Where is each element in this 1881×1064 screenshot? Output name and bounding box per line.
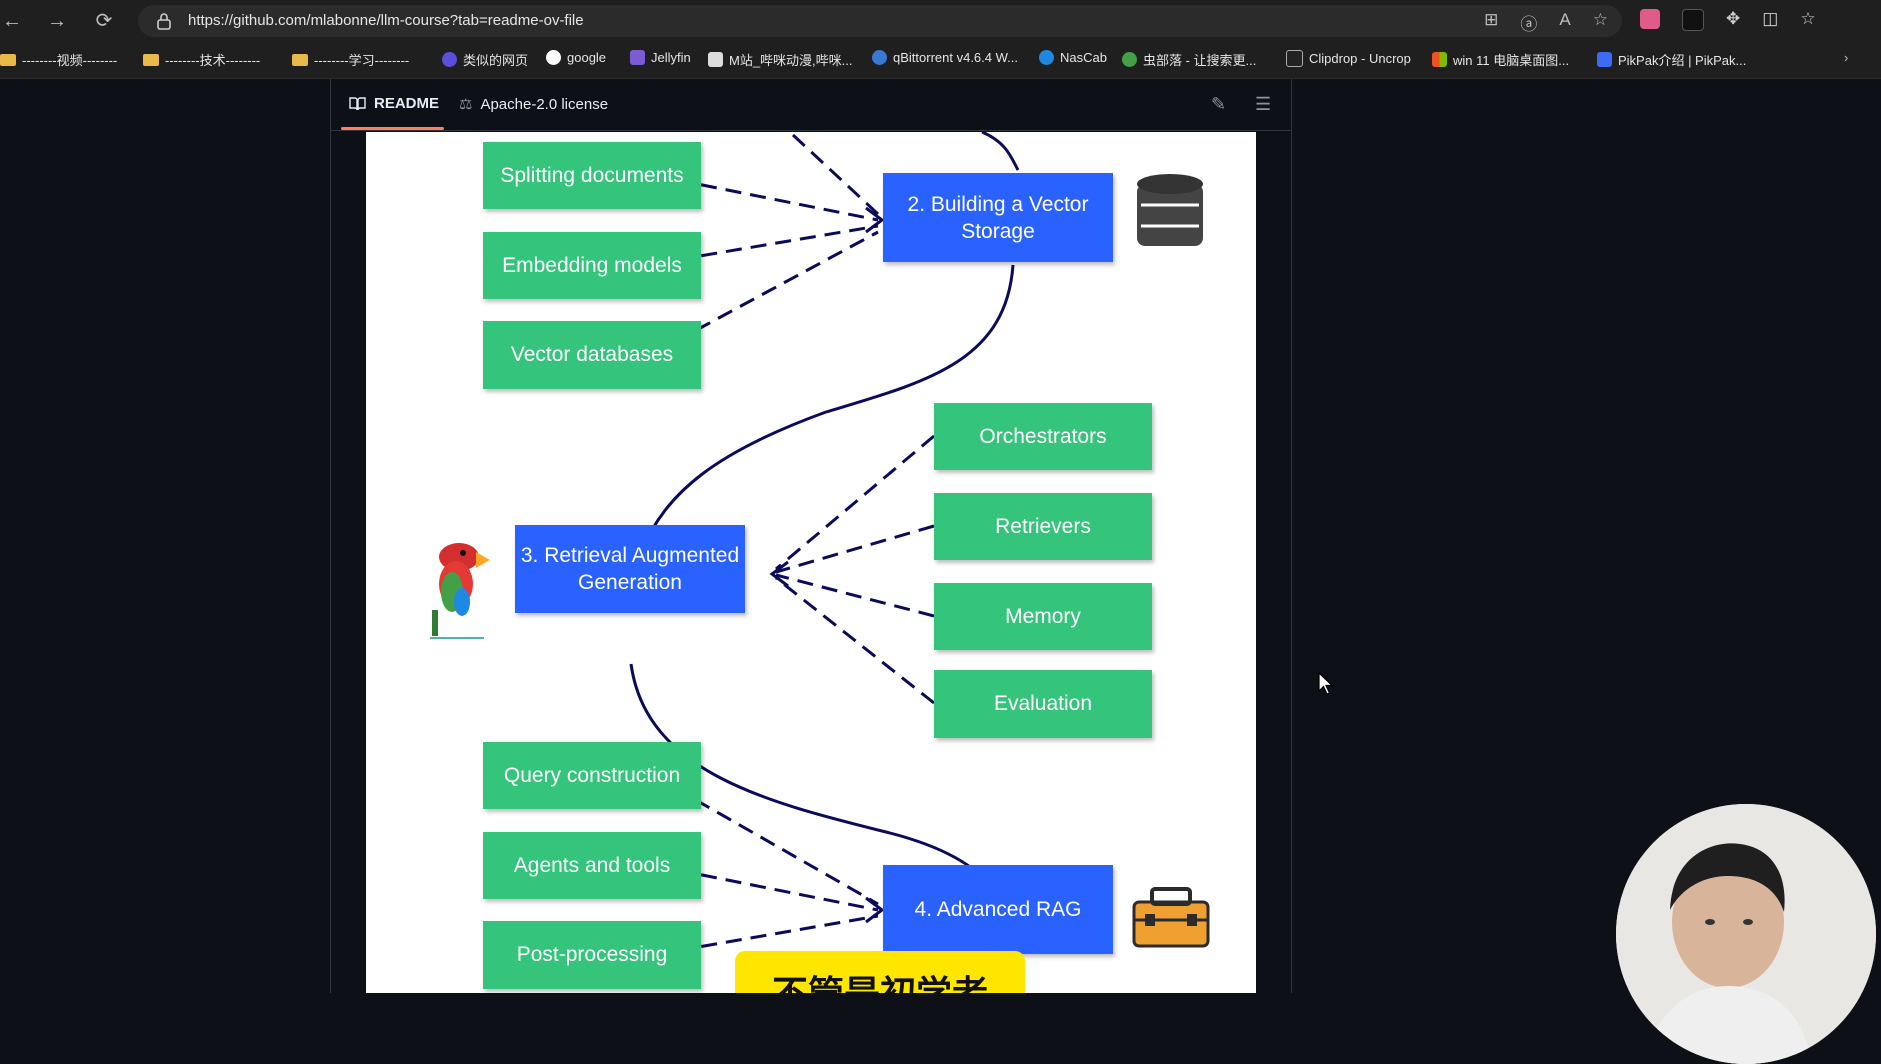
curve-from-previous: [981, 132, 1020, 171]
folder-icon: [143, 53, 159, 66]
qbittorrent-icon: [872, 50, 887, 65]
video-subtitle: 不管是初学者: [735, 951, 1025, 993]
webcam-overlay: [1616, 804, 1876, 1064]
arrowhead: [865, 206, 885, 234]
site-icon: [708, 52, 723, 67]
apps-icon[interactable]: ⊞: [1484, 10, 1499, 29]
dashed-connector: [791, 133, 880, 216]
edit-pencil-icon[interactable]: ✎: [1211, 94, 1227, 114]
node-evaluation: Evaluation: [934, 670, 1152, 738]
bookmark-item[interactable]: PikPak介绍 | PikPak...: [1597, 50, 1746, 69]
toolbox-icon: [1132, 887, 1210, 948]
bookmark-item[interactable]: 类似的网页: [442, 50, 528, 69]
dashed-connector: [651, 230, 879, 356]
microsoft-icon: [1432, 52, 1447, 67]
nascab-icon: [1039, 50, 1054, 65]
bookmark-folder[interactable]: --------视频--------: [0, 50, 117, 69]
node-post-processing: Post-processing: [483, 921, 701, 989]
reload-icon[interactable]: ⟳: [95, 10, 113, 32]
node-splitting-documents: Splitting documents: [483, 142, 701, 209]
bookmark-item[interactable]: Clipdrop - Uncrop: [1286, 50, 1411, 67]
favorite-star-icon[interactable]: ☆: [1592, 10, 1608, 29]
stage-advanced-rag: 4. Advanced RAG: [883, 865, 1113, 954]
book-icon: [349, 97, 366, 111]
folder-icon: [292, 53, 308, 66]
dashed-connector: [775, 573, 935, 618]
scale-icon: ⚖: [459, 96, 473, 113]
readme-panel: README ⚖ Apache-2.0 license ✎ ☰: [330, 79, 1292, 993]
globe-icon: [442, 52, 457, 67]
node-agents-and-tools: Agents and tools: [483, 832, 701, 899]
database-icon: [1137, 174, 1203, 246]
favorites-icon[interactable]: ☆: [1800, 9, 1816, 28]
tab-license[interactable]: ⚖ Apache-2.0 license: [459, 95, 609, 114]
stage-vector-storage: 2. Building a Vector Storage: [883, 173, 1113, 262]
arrowhead: [769, 560, 789, 588]
extensions-puzzle-icon[interactable]: ✥: [1726, 9, 1741, 28]
chongbuluo-icon: [1122, 52, 1137, 67]
dashed-connector: [775, 524, 935, 574]
jellyfin-icon: [630, 50, 645, 65]
dashed-connector: [775, 576, 935, 705]
stage-rag: 3. Retrieval Augmented Generation: [515, 525, 745, 613]
node-retrievers: Retrievers: [934, 493, 1152, 560]
mouse-cursor-icon: [1318, 672, 1334, 695]
extension-icon[interactable]: [1640, 9, 1660, 29]
node-query-construction: Query construction: [483, 742, 701, 809]
rag-diagram: Splitting documents Embedding models Vec…: [366, 132, 1256, 993]
clipdrop-icon: [1286, 50, 1303, 67]
arrowhead: [865, 896, 885, 924]
split-screen-icon[interactable]: ◫: [1762, 9, 1779, 28]
extension-k-icon[interactable]: [1682, 9, 1704, 31]
forward-icon[interactable]: →: [47, 10, 67, 32]
active-tab-indicator: [341, 127, 444, 130]
node-memory: Memory: [934, 583, 1152, 650]
bookmark-folder[interactable]: --------技术--------: [143, 50, 260, 69]
outline-list-icon[interactable]: ☰: [1255, 94, 1272, 114]
bookmark-item[interactable]: 虫部落 - 让搜索更...: [1122, 50, 1256, 69]
node-embedding-models: Embedding models: [483, 232, 701, 299]
tab-readme[interactable]: README: [349, 95, 439, 112]
readme-header: README ⚖ Apache-2.0 license ✎ ☰: [331, 79, 1291, 131]
github-page: README ⚖ Apache-2.0 license ✎ ☰: [0, 79, 1881, 993]
address-bar[interactable]: https://github.com/mlabonne/llm-course?t…: [138, 5, 1622, 37]
bookmark-item[interactable]: win 11 电脑桌面图...: [1432, 50, 1569, 69]
parrot-icon: [430, 543, 490, 639]
bookmark-folder[interactable]: --------学习--------: [292, 50, 409, 69]
curve-vector-to-rag: [639, 264, 1015, 553]
bookmark-item[interactable]: Jellyfin: [630, 50, 691, 65]
pikpak-icon: [1597, 52, 1612, 67]
google-icon: [546, 50, 561, 65]
dashed-connector: [651, 773, 879, 906]
node-vector-databases: Vector databases: [483, 321, 701, 389]
read-aloud-icon[interactable]: A: [1559, 10, 1571, 29]
bookmarks-bar: --------视频-------- --------技术-------- --…: [0, 42, 1881, 79]
folder-icon: [0, 53, 16, 66]
bookmark-item[interactable]: M站_哔咪动漫,哔咪...: [708, 50, 853, 69]
back-icon[interactable]: ←: [2, 10, 22, 32]
bookmark-item[interactable]: qBittorrent v4.6.4 W...: [872, 50, 1018, 65]
lock-icon: [157, 13, 171, 30]
presenter-avatar: [1616, 804, 1876, 1064]
bookmark-item[interactable]: google: [546, 50, 606, 65]
url-text[interactable]: https://github.com/mlabonne/llm-course?t…: [188, 12, 584, 29]
translate-icon[interactable]: ⓐ: [1520, 15, 1538, 34]
browser-toolbar: ← → ⟳ https://github.com/mlabonne/llm-co…: [0, 0, 1881, 42]
node-orchestrators: Orchestrators: [934, 403, 1152, 470]
bookmark-item[interactable]: NasCab: [1039, 50, 1107, 65]
chevron-right-icon[interactable]: ›: [1844, 50, 1849, 65]
dashed-connector: [775, 434, 935, 571]
